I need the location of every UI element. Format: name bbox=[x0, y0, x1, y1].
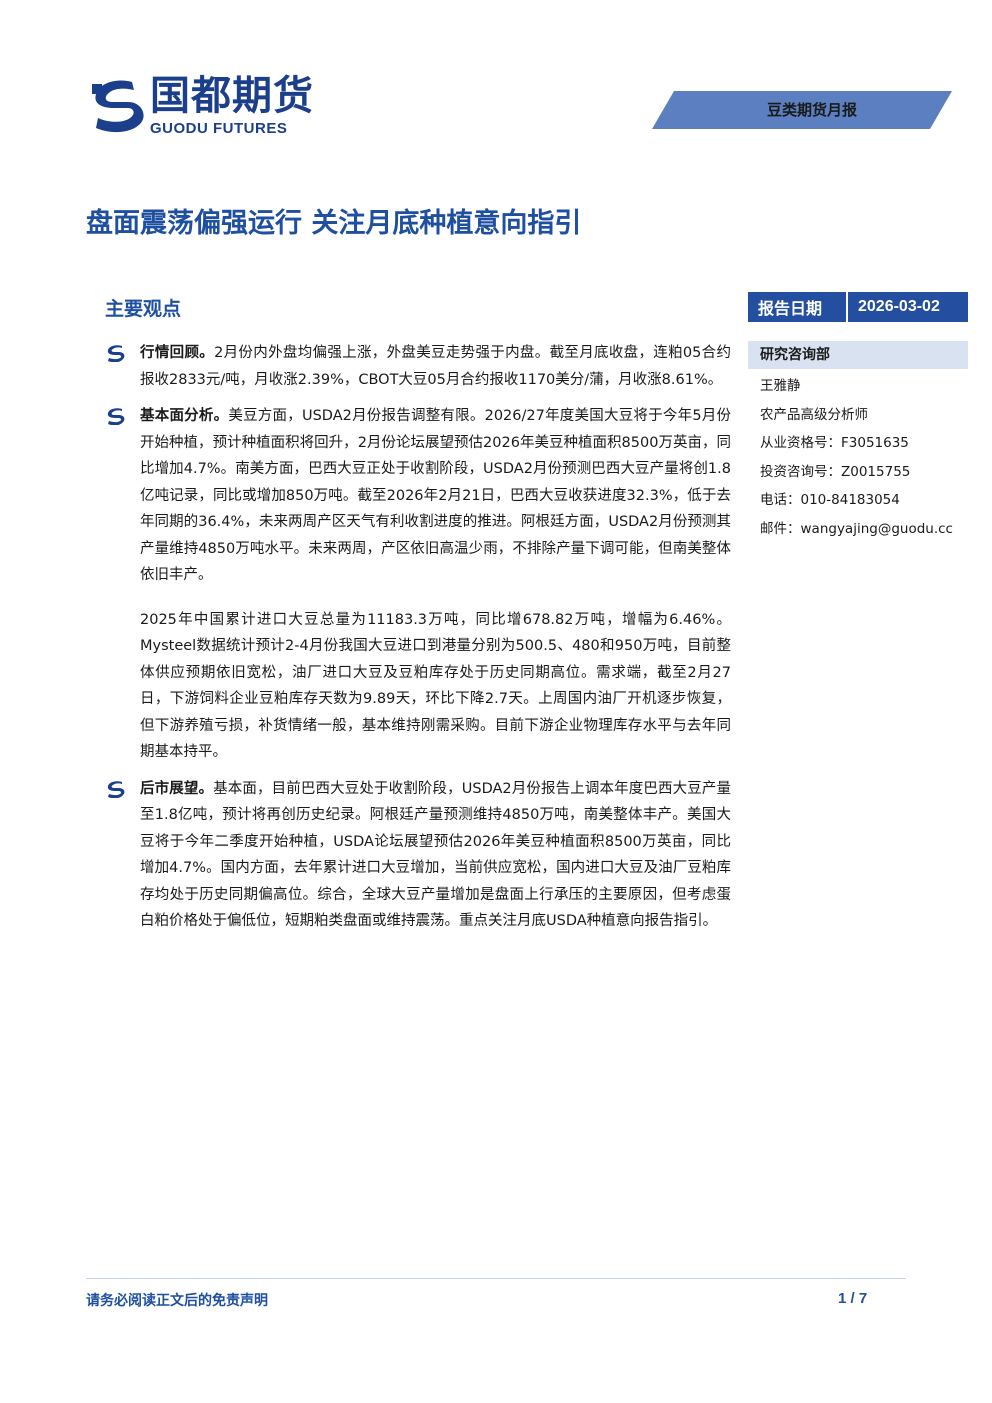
department-header: 研究咨询部 bbox=[748, 341, 968, 369]
main-content: 行情回顾。2月份内外盘均偏强上涨，外盘美豆走势强于内盘。截至月底收盘，连粕05合… bbox=[106, 340, 731, 935]
banner-shape bbox=[652, 91, 952, 129]
fundamentals-text: 美豆方面，USDA2月份报告调整有限。2026/27年度美国大豆将于今年5月份开… bbox=[140, 408, 731, 583]
company-logo: 国都期货 GUODU FUTURES bbox=[88, 72, 338, 142]
report-type-label: 豆类期货月报 bbox=[766, 101, 857, 119]
analyst-title: 农产品高级分析师 bbox=[760, 406, 868, 423]
logo-english-name: GUODU FUTURES bbox=[150, 120, 288, 137]
consulting-number: 投资咨询号：Z0015755 bbox=[760, 463, 911, 480]
fundamentals-paragraph: 基本面分析。美豆方面，USDA2月份报告调整有限。2026/27年度美国大豆将于… bbox=[106, 403, 731, 589]
disclaimer-notice[interactable]: 请务必阅读正文后的免责声明 bbox=[86, 1293, 268, 1309]
section-heading: 主要观点 bbox=[105, 298, 182, 320]
report-date-value: 2026-03-02 bbox=[858, 298, 940, 315]
analyst-contact-list: 王雅静 农产品高级分析师 从业资格号：F3051635 投资咨询号：Z00157… bbox=[760, 372, 980, 544]
market-review-lead: 行情回顾。 bbox=[140, 345, 215, 361]
outlook-text: 基本面，目前巴西大豆处于收割阶段，USDA2月份报告上调本年度巴西大豆产量至1.… bbox=[140, 780, 731, 930]
footer-divider bbox=[86, 1278, 906, 1279]
page-title: 盘面震荡偏强运行 关注月底种植意向指引 bbox=[86, 208, 582, 239]
bullet-logo-icon bbox=[107, 408, 125, 425]
report-date-label: 报告日期 bbox=[758, 299, 823, 318]
fundamentals-lead: 基本面分析。 bbox=[140, 408, 229, 424]
phone-number: 电话：010-84183054 bbox=[760, 492, 900, 509]
qualification-number: 从业资格号：F3051635 bbox=[760, 435, 909, 452]
bullet-logo-icon bbox=[107, 345, 125, 362]
market-review-paragraph: 行情回顾。2月份内外盘均偏强上涨，外盘美豆走势强于内盘。截至月底收盘，连粕05合… bbox=[106, 340, 731, 393]
market-review-text: 2月份内外盘均偏强上涨，外盘美豆走势强于内盘。截至月底收盘，连粕05合约报收28… bbox=[140, 345, 731, 388]
date-divider bbox=[846, 292, 848, 322]
email-address[interactable]: 邮件：wangyajing@guodu.cc bbox=[760, 520, 953, 537]
bullet-logo-icon bbox=[107, 780, 125, 798]
report-type-banner: 豆类期货月报 bbox=[652, 91, 952, 129]
outlook-paragraph: 后市展望。基本面，目前巴西大豆处于收割阶段，USDA2月份报告上调本年度巴西大豆… bbox=[106, 776, 731, 935]
outlook-lead: 后市展望。 bbox=[140, 780, 214, 797]
analyst-name: 王雅静 bbox=[760, 378, 801, 394]
page-number: 1 / 7 bbox=[838, 1290, 868, 1307]
report-date-box: 报告日期 2026-03-02 bbox=[748, 292, 968, 322]
logo-chinese-name: 国都期货 bbox=[150, 73, 314, 119]
guodu-logo-icon bbox=[92, 80, 144, 133]
domestic-supply-paragraph: 2025年中国累计进口大豆总量为11183.3万吨，同比增678.82万吨，增幅… bbox=[140, 611, 731, 761]
